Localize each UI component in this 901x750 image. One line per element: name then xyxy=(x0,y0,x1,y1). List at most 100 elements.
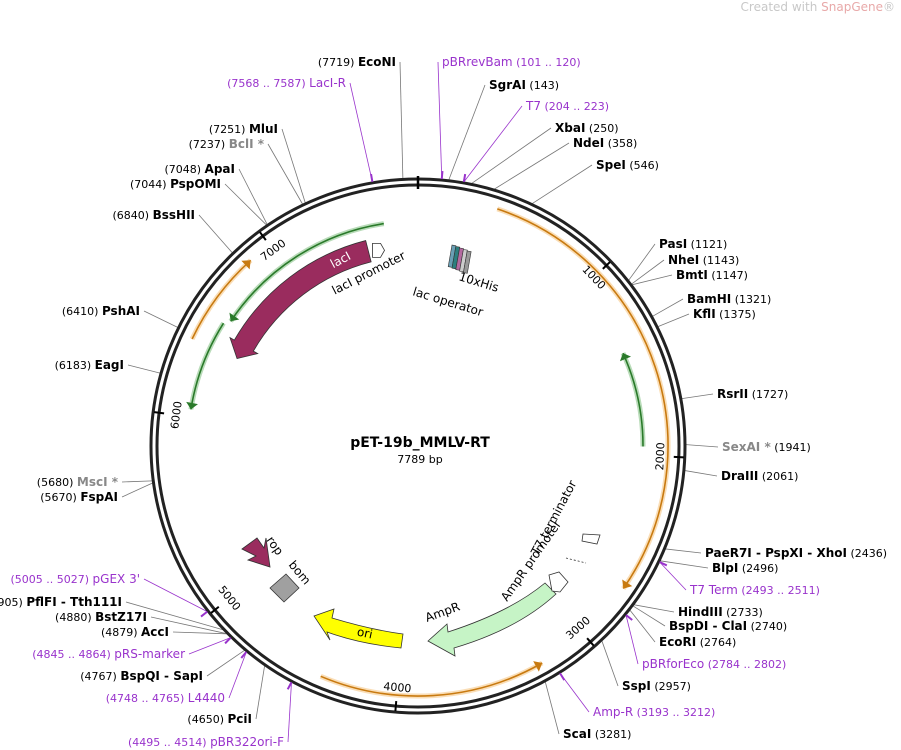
svg-text:PasI (1121): PasI (1121) xyxy=(659,237,727,251)
primer-label[interactable]: pBRforEco (2784 .. 2802) xyxy=(625,614,786,671)
primer-label[interactable]: (5005 .. 5027) pGEX 3' xyxy=(10,572,208,618)
site-label[interactable]: EcoRI (2764) xyxy=(659,635,736,649)
svg-text:(4879) AccI: (4879) AccI xyxy=(101,625,169,639)
site-label[interactable]: SspI (2957) xyxy=(622,679,691,693)
svg-text:(4905) PflFI - Tth111I: (4905) PflFI - Tth111I xyxy=(0,595,122,609)
primer-label[interactable]: (4845 .. 4864) pRS-marker xyxy=(32,636,232,661)
site-label[interactable]: ScaI (3281) xyxy=(563,727,631,741)
svg-text:(7044) PspOMI: (7044) PspOMI xyxy=(130,177,221,191)
svg-text:BspDI - ClaI (2740): BspDI - ClaI (2740) xyxy=(669,619,787,633)
orf-arrow xyxy=(319,660,544,699)
svg-text:(7568 .. 7587) LacI-R: (7568 .. 7587) LacI-R xyxy=(227,76,346,90)
site-label[interactable]: (4880) BstZ17I xyxy=(55,610,147,624)
svg-text:(4880) BstZ17I: (4880) BstZ17I xyxy=(55,610,147,624)
svg-text:T7 (204 .. 223): T7 (204 .. 223) xyxy=(525,99,609,113)
site-label[interactable]: (6183) EagI xyxy=(55,358,124,372)
site-label[interactable]: (5680) MscI * xyxy=(37,475,119,489)
ori-label: ori xyxy=(356,625,374,642)
site-label[interactable]: (7044) PspOMI xyxy=(130,177,221,191)
orf-arrow xyxy=(619,352,646,447)
primer-label[interactable]: (4495 .. 4514) pBR322ori-F xyxy=(128,681,293,749)
ruler-label: 7000 xyxy=(258,237,288,264)
site-label[interactable]: (4650) PciI xyxy=(187,712,252,726)
ruler-tick xyxy=(394,700,398,712)
site-label[interactable]: BlpI (2496) xyxy=(712,561,778,575)
svg-text:(7719) EcoNI: (7719) EcoNI xyxy=(318,55,396,69)
svg-text:(5005 .. 5027) pGEX 3': (5005 .. 5027) pGEX 3' xyxy=(10,572,140,586)
site-label[interactable]: SexAI * (1941) xyxy=(722,440,811,454)
ruler-tick xyxy=(210,605,220,614)
lac-operator-label: lac operator xyxy=(411,284,485,319)
site-label[interactable]: (6410) PshAI xyxy=(62,304,140,318)
feature-rop[interactable]: rop xyxy=(241,534,286,568)
primer-label[interactable]: T7 Term (2493 .. 2511) xyxy=(659,561,820,597)
svg-text:Amp-R (3193 .. 3212): Amp-R (3193 .. 3212) xyxy=(593,705,715,719)
primer-label[interactable]: (4748 .. 4765) L4440 xyxy=(106,651,248,705)
site-label[interactable]: XbaI (250) xyxy=(555,121,618,135)
site-label[interactable]: KflI (1375) xyxy=(693,307,756,321)
svg-text:DraIII (2061): DraIII (2061) xyxy=(721,469,798,483)
site-label[interactable]: HindIII (2733) xyxy=(678,605,763,619)
site-label[interactable]: (7048) ApaI xyxy=(164,162,235,176)
svg-text:SspI (2957): SspI (2957) xyxy=(622,679,691,693)
primer-label[interactable]: Amp-R (3193 .. 3212) xyxy=(559,672,715,719)
site-label[interactable]: SpeI (546) xyxy=(596,158,659,172)
watermark-suffix: ® xyxy=(883,0,895,14)
svg-text:(6410) PshAI: (6410) PshAI xyxy=(62,304,140,318)
svg-text:SgrAI (143): SgrAI (143) xyxy=(489,78,559,92)
snapgene-watermark: Created with SnapGene® xyxy=(741,0,895,14)
site-labels: (7719) EcoNI (7568 .. 7587) LacI-R (7251) … xyxy=(0,55,887,749)
feature-bom[interactable]: bom xyxy=(269,558,314,603)
orf-arrow xyxy=(189,258,253,341)
watermark-brand: SnapGene xyxy=(821,0,883,14)
svg-text:pBRforEco (2784 .. 2802): pBRforEco (2784 .. 2802) xyxy=(642,657,786,671)
primer-label[interactable]: pBRrevBam (101 .. 120) xyxy=(440,55,581,180)
svg-text:XbaI (250): XbaI (250) xyxy=(555,121,618,135)
svg-text:(6183) EagI: (6183) EagI xyxy=(55,358,124,372)
svg-text:(4650) PciI: (4650) PciI xyxy=(187,712,252,726)
feature-lacI[interactable]: lacI xyxy=(229,240,372,359)
site-label[interactable]: (4767) BspQI - SapI xyxy=(80,669,203,683)
orf-arrow xyxy=(496,206,671,591)
site-label[interactable]: (4905) PflFI - Tth111I xyxy=(0,595,122,609)
primer-label[interactable]: (7568 .. 7587) LacI-R xyxy=(227,76,374,183)
feature-t7-terminator[interactable]: T7 terminator xyxy=(528,478,601,564)
site-label[interactable]: BmtI (1147) xyxy=(676,268,748,282)
svg-text:(4767) BspQI - SapI: (4767) BspQI - SapI xyxy=(80,669,203,683)
site-label[interactable]: BspDI - ClaI (2740) xyxy=(669,619,787,633)
primer-label[interactable]: T7 (204 .. 223) xyxy=(462,99,609,183)
feature-ampr-promoter[interactable]: AmpR promoter xyxy=(498,518,569,604)
site-label[interactable]: (5670) FspAI xyxy=(40,490,118,504)
orf-arrow xyxy=(186,321,226,410)
site-label[interactable]: PasI (1121) xyxy=(659,237,727,251)
site-label[interactable]: (7719) EcoNI xyxy=(318,55,396,69)
ruler-label: 6000 xyxy=(168,400,184,429)
feature-ampr[interactable]: AmpR xyxy=(423,582,557,657)
svg-text:NheI (1143): NheI (1143) xyxy=(668,253,739,267)
svg-text:HindIII (2733): HindIII (2733) xyxy=(678,605,763,619)
site-label[interactable]: (7251) MluI xyxy=(209,122,278,136)
site-label[interactable]: SgrAI (143) xyxy=(489,78,559,92)
his-tag-label: 10xHis xyxy=(457,269,500,294)
site-label[interactable]: RsrII (1727) xyxy=(717,387,788,401)
site-label[interactable]: NdeI (358) xyxy=(573,136,637,150)
svg-text:NdeI (358): NdeI (358) xyxy=(573,136,637,150)
site-label[interactable]: (4879) AccI xyxy=(101,625,169,639)
site-label[interactable]: (7237) BclI * xyxy=(189,137,265,151)
svg-text:(4748 .. 4765) L4440: (4748 .. 4765) L4440 xyxy=(106,691,225,705)
site-label[interactable]: (6840) BssHII xyxy=(113,208,195,222)
ruler-tick xyxy=(602,261,611,270)
site-label[interactable]: PaeR7I - PspXI - XhoI (2436) xyxy=(705,546,887,560)
svg-text:T7 Term (2493 .. 2511): T7 Term (2493 .. 2511) xyxy=(689,583,820,597)
plasmid-name: pET-19b_MMLV-RT xyxy=(350,435,490,451)
t7-terminator-label: T7 terminator xyxy=(528,478,580,558)
ruler-label: 4000 xyxy=(383,680,412,695)
feature-ori[interactable]: ori xyxy=(313,608,404,649)
site-label[interactable]: DraIII (2061) xyxy=(721,469,798,483)
site-label[interactable]: BamHI (1321) xyxy=(687,292,771,306)
plasmid-length: 7789 bp xyxy=(397,453,442,466)
svg-text:(7048) ApaI: (7048) ApaI xyxy=(164,162,235,176)
ruler-tick xyxy=(259,231,267,241)
site-label[interactable]: NheI (1143) xyxy=(668,253,739,267)
